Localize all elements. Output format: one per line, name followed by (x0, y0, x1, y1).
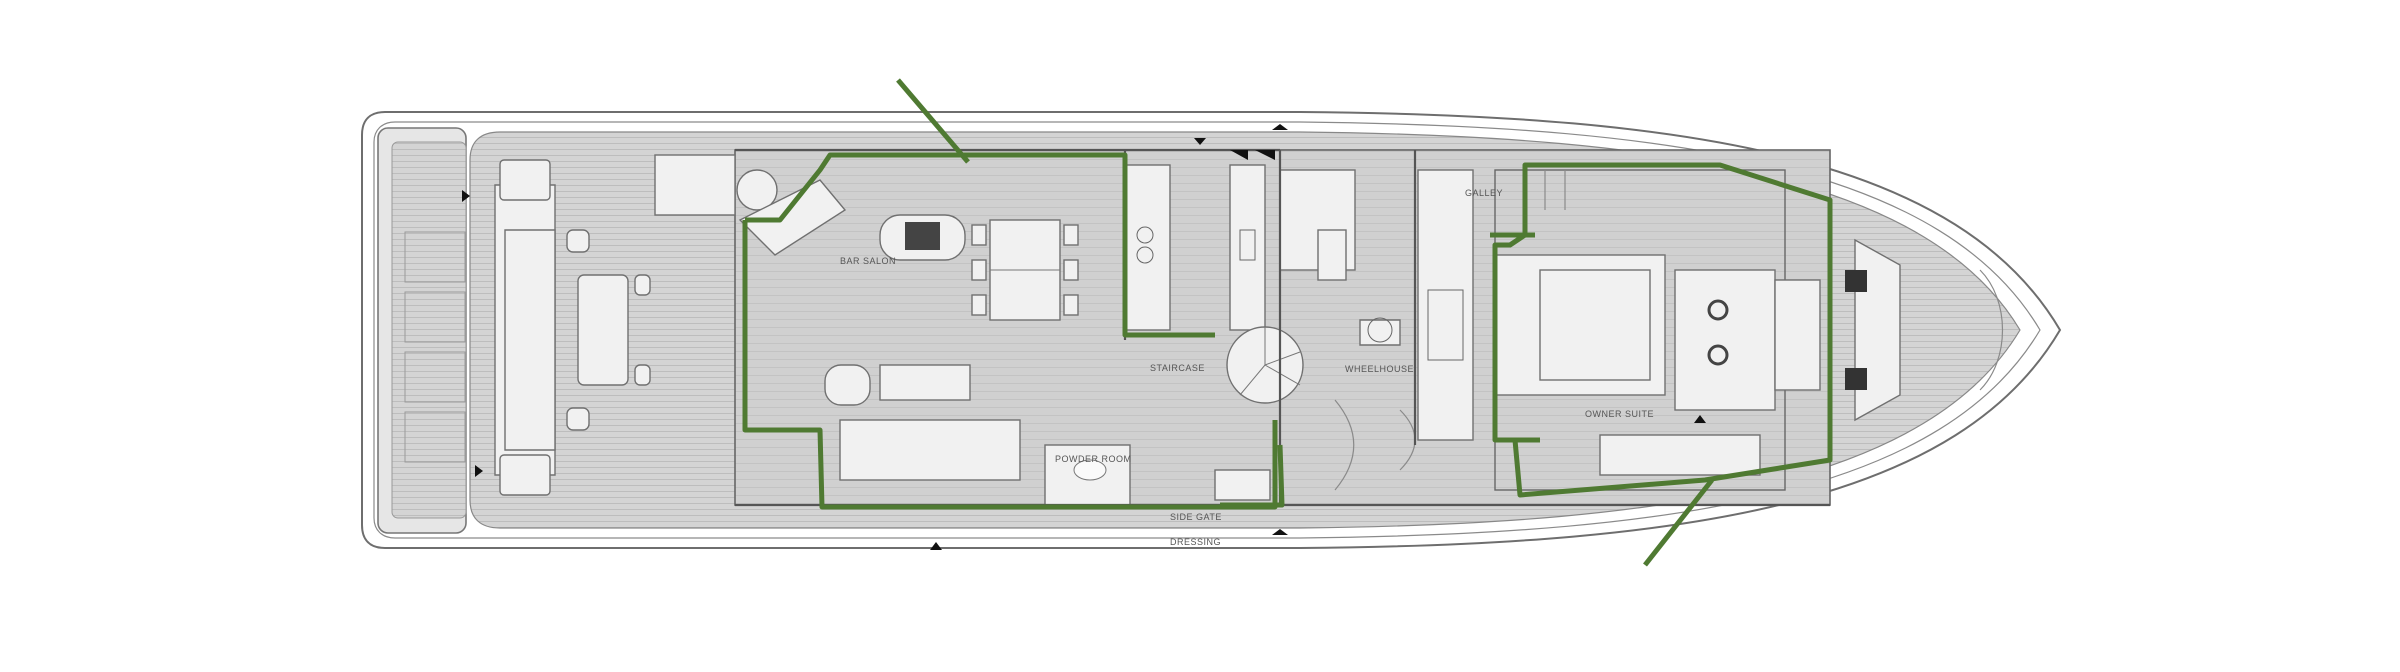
label-bar-salon: BAR SALON (840, 256, 896, 266)
highlight-outline-salon (742, 152, 1285, 510)
label-side-gate: SIDE GATE (1170, 512, 1222, 522)
arrow-icon (1255, 150, 1275, 160)
highlight-outline-owner (1490, 162, 1833, 498)
arrow-icon (475, 465, 483, 477)
aft-cockpit (494, 159, 651, 496)
label-galley: GALLEY (1465, 188, 1503, 198)
arrow-icon (1272, 124, 1288, 130)
section-cut-line-bottom (1643, 478, 1714, 567)
entry-arrows (462, 124, 1706, 550)
label-powder-room: POWDER ROOM (1055, 454, 1132, 464)
arrow-icon (1272, 529, 1288, 535)
arrow-icon (1230, 150, 1248, 160)
label-dressing: DRESSING (1170, 537, 1221, 547)
label-wheelhouse: WHEELHOUSE (1345, 364, 1414, 374)
wheelhouse (1279, 169, 1474, 491)
arrow-icon (1194, 138, 1206, 145)
foredeck (1845, 238, 2003, 422)
arrow-icon (1694, 415, 1706, 423)
arrow-icon (930, 542, 942, 550)
section-cut-line-top (896, 78, 970, 164)
label-staircase: STAIRCASE (1150, 363, 1205, 373)
label-owner-suite: OWNER SUITE (1585, 409, 1654, 419)
swim-platform (377, 127, 467, 534)
owner-suite (1494, 169, 1821, 491)
arrow-icon (462, 190, 470, 202)
